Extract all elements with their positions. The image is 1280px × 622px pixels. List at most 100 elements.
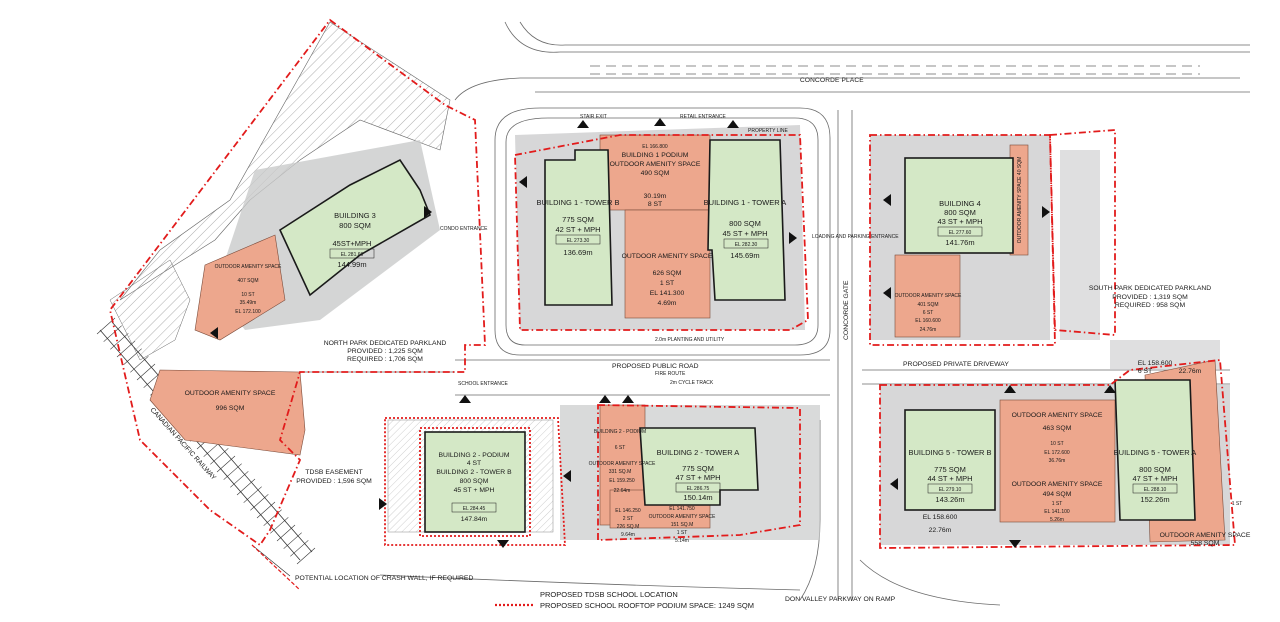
hatched-land-north [119, 21, 451, 301]
building-2-tower-b [424, 431, 526, 533]
b1-tb-el: EL 273.30 [567, 238, 590, 244]
railway-tie [136, 363, 156, 381]
south-park-provided: PROVIDED : 1,319 SQM [1112, 294, 1188, 301]
b1-ta-el: EL 282.30 [735, 242, 758, 248]
b2-ta-name: BUILDING 2 - TOWER A [657, 448, 740, 457]
b5-amenity-s-title: OUTDOOR AMENITY SPACE [1012, 481, 1103, 488]
b2-podium-e-height: 22.64m [614, 488, 631, 494]
b1-ta-name: BUILDING 1 - TOWER A [704, 198, 787, 207]
west-amenity-area: 996 SQM [216, 405, 245, 412]
property-line-label: PROPERTY LINE [748, 128, 788, 134]
b3-name: BUILDING 3 [334, 211, 376, 220]
west-amenity-title: OUTDOOR AMENITY SPACE [185, 390, 276, 397]
fire-route-label: FIRE ROUTE [655, 371, 686, 377]
b1-amenity2-title: OUTDOOR AMENITY SPACE [622, 253, 713, 260]
b2-ta-area: 775 SQM [682, 464, 714, 473]
b5-ta-area: 800 SQM [1139, 465, 1171, 474]
park-labels: NORTH PARK DEDICATED PARKLAND PROVIDED :… [185, 285, 1212, 485]
building-5-tower-b [904, 409, 996, 511]
tdsb-easement-title: TDSB EASEMENT [305, 469, 362, 476]
b2-s2-storeys: 1 ST [677, 530, 688, 536]
b4-amenity-area: 401 SQM [917, 302, 938, 308]
b5-ta-storeys: 47 ST + MPH [1132, 474, 1177, 483]
b2-podium-e-area: 331 SQ.M [609, 469, 632, 475]
building-1-tower-a [707, 139, 786, 301]
b5-amenity-se-storeys: 1 ST [1232, 501, 1243, 507]
b4-height: 141.76m [945, 238, 974, 247]
b5-amenity-n-area: 463 SQM [1043, 425, 1072, 432]
b5-ta-el: EL 288.10 [1144, 487, 1167, 493]
north-park-title: NORTH PARK DEDICATED PARKLAND [324, 340, 447, 347]
b2-podium-e-storeys: 6 ST [615, 445, 626, 451]
north-park-required: REQUIRED : 1,706 SQM [347, 356, 423, 363]
b3-amenity-height: 35.49m [240, 300, 257, 306]
b5-amenity-se-area: 558 SQM [1191, 540, 1220, 547]
b4-name: BUILDING 4 [939, 199, 981, 208]
b3-el: EL 281.60 [341, 252, 364, 258]
b1-amenity2-el: EL 141.300 [650, 290, 685, 297]
b3-amenity-title: OUTDOOR AMENITY SPACE [215, 264, 282, 270]
b1-podium-name: BUILDING 1 PODIUM [622, 152, 689, 159]
b3-storeys: 45ST+MPH [333, 239, 372, 248]
b5-podium-height: 22.76m [929, 527, 952, 534]
b2-podium-e-el: EL 159.250 [609, 478, 635, 484]
legend-school-location: PROPOSED TDSB SCHOOL LOCATION [540, 590, 678, 599]
b2-tb-el: EL 284.45 [463, 506, 486, 512]
b4-amenity-el: EL 160.600 [915, 318, 941, 324]
b3-amenity-storeys: 10 ST [241, 292, 254, 298]
b5-ta-podium-h: 22.76m [1179, 368, 1202, 375]
building-1-tower-b [544, 149, 613, 306]
railway-tie [223, 463, 242, 480]
misc-labels: STAIR EXIT RETAIL ENTRANCE PROPERTY LINE… [440, 114, 899, 387]
b5-tb-storeys: 44 ST + MPH [927, 474, 972, 483]
b2-ta-height: 150.14m [683, 493, 712, 502]
b2-s1-height: 9.64m [621, 532, 635, 538]
b3-area: 800 SQM [339, 221, 371, 230]
condo-entrance-label: CONDO ENTRANCE [440, 226, 488, 232]
b5-amenity-n-height: 36.76m [1049, 458, 1066, 464]
tdsb-easement-provided: PROVIDED : 1,596 SQM [296, 478, 372, 485]
b1-amenity2-storeys: 1 ST [660, 280, 674, 287]
planting-utility-label: 2.0m PLANTING AND UTILITY [655, 337, 725, 343]
b2-s1-area: 226 SQ.M [617, 524, 640, 530]
b5-amenity-n-title: OUTDOOR AMENITY SPACE [1012, 412, 1103, 419]
b5-amenity-n-storeys: 10 ST [1050, 441, 1063, 447]
north-park-provided: PROVIDED : 1,225 SQM [347, 348, 423, 355]
stair-exit-label: STAIR EXIT [580, 114, 607, 120]
building-5-tower-a [1114, 379, 1196, 521]
b2-s2-el: EL 141.750 [669, 506, 695, 512]
b5-amenity-n-el: EL 172.600 [1044, 450, 1070, 456]
b2-s2-title: OUTDOOR AMENITY SPACE [649, 514, 716, 520]
railway-tie [256, 501, 276, 519]
towers [278, 139, 1196, 533]
railway-tie [270, 517, 289, 534]
railway-tie [110, 333, 129, 350]
b5-tb-name: BUILDING 5 - TOWER B [908, 448, 991, 457]
building-3 [278, 158, 432, 297]
railway-tie [130, 356, 149, 373]
b5-amenity-s-el: EL 141.100 [1044, 509, 1070, 515]
b3-height: 144.99m [337, 260, 366, 269]
property-lines [109, 18, 1236, 549]
b2-podium-w-storeys: 4 ST [467, 460, 481, 467]
b5-ta-name: BUILDING 5 - TOWER A [1114, 448, 1197, 457]
railway-tie [296, 547, 316, 565]
b1-amenity2-height: 4.69m [658, 300, 677, 307]
south-park-required: REQUIRED : 958 SQM [1115, 302, 1186, 309]
railway-tie [290, 540, 309, 557]
b2-podium-w-height: 147.84m [461, 516, 488, 523]
school-entrance-label: SCHOOL ENTRANCE [458, 381, 508, 387]
b2-podium-e-amenity: OUTDOOR AMENITY SPACE [589, 461, 656, 467]
railway-tie [263, 509, 282, 526]
loading-parking-label: LOADING AND PARKING ENTRANCE [812, 234, 899, 240]
railway-tie [236, 478, 256, 496]
b1-ta-height: 145.69m [730, 251, 759, 260]
railway-tie [276, 524, 296, 542]
private-driveway-label: PROPOSED PRIVATE DRIVEWAY [903, 361, 1009, 368]
building-labels: EL 166.800 BUILDING 1 PODIUM OUTDOOR AME… [215, 144, 1251, 547]
b1-tb-height: 136.69m [563, 248, 592, 257]
b2-tb-name: BUILDING 2 - TOWER B [436, 469, 512, 476]
b5-amenity-s-area: 494 SQM [1043, 491, 1072, 498]
b5-podium-el: EL 158.600 [923, 514, 958, 521]
public-road-label: PROPOSED PUBLIC ROAD [612, 363, 699, 370]
